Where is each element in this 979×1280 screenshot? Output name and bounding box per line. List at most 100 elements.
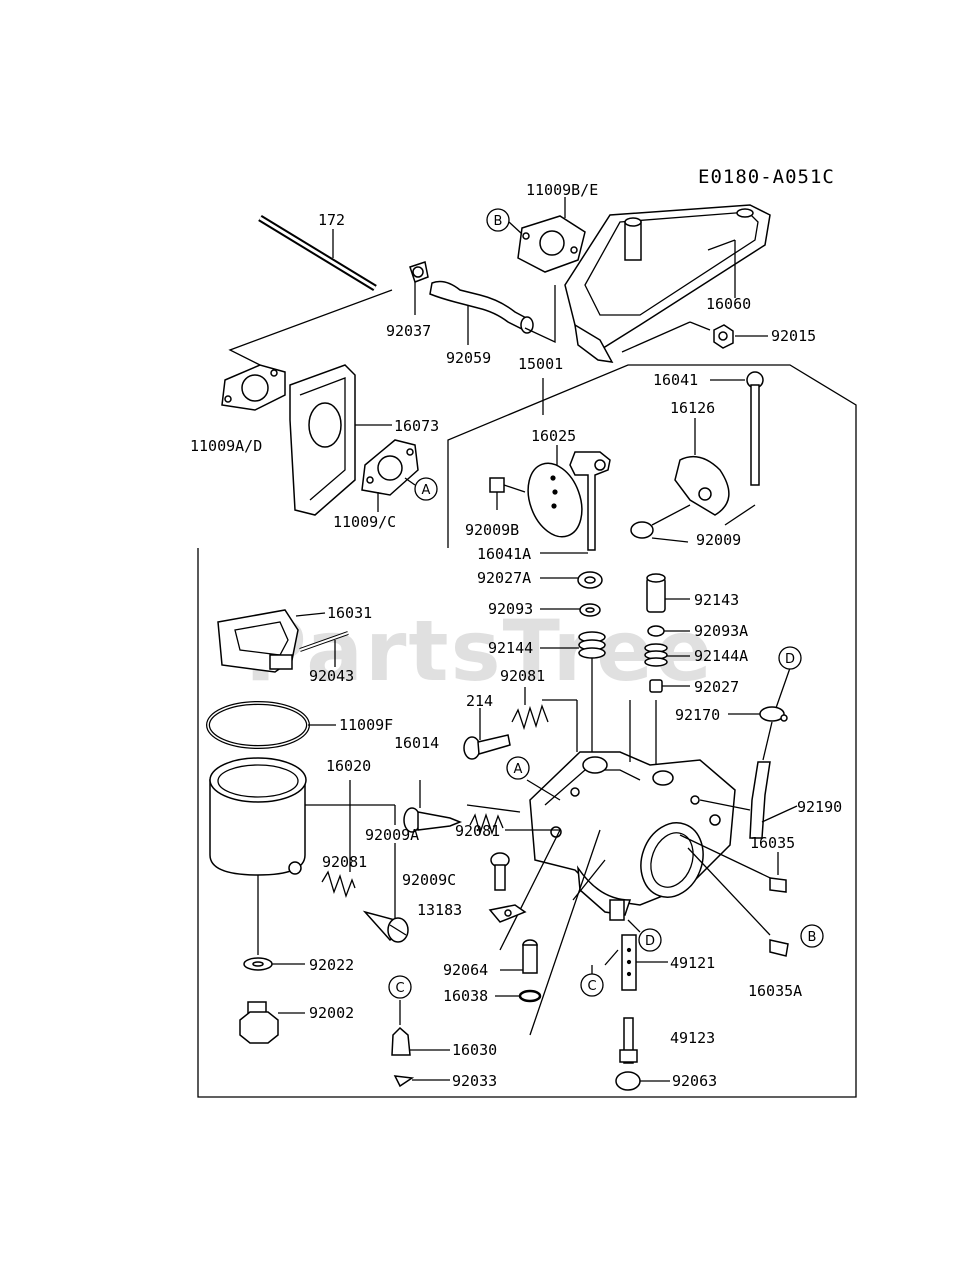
label-92009[interactable]: 92009 [696,531,741,549]
part-92063-plug[interactable] [615,1071,670,1091]
label-16126[interactable]: 16126 [670,399,715,417]
part-92081-spring-lower[interactable] [321,855,356,899]
label-92144A[interactable]: 92144A [694,647,748,665]
label-172[interactable]: 172 [318,211,345,229]
part-92081-spring-upper[interactable] [511,687,549,731]
part-11009AD-gasket[interactable] [221,364,286,411]
part-16031-bracket[interactable] [217,609,326,673]
label-214[interactable]: 214 [466,692,493,710]
label-92081-upper[interactable]: 92081 [500,667,545,685]
part-16020-float-bowl[interactable] [209,757,396,955]
label-92043[interactable]: 92043 [309,667,354,685]
part-16060-air-cleaner-base[interactable] [564,204,771,363]
part-92093-washer[interactable] [540,603,601,617]
label-49121[interactable]: 49121 [670,954,715,972]
label-16041A[interactable]: 16041A [477,545,531,563]
part-16014-screw[interactable] [403,780,463,833]
label-92170[interactable]: 92170 [675,706,720,724]
label-16041[interactable]: 16041 [653,371,698,389]
part-16030-valve[interactable] [391,1000,450,1056]
label-92033[interactable]: 92033 [452,1072,497,1090]
part-92009A-screw[interactable] [362,910,409,943]
part-16035-screw[interactable] [769,852,787,893]
label-16035A[interactable]: 16035A [748,982,802,1000]
label-16038[interactable]: 16038 [443,987,488,1005]
label-92093[interactable]: 92093 [488,600,533,618]
label-16031[interactable]: 16031 [327,604,372,622]
label-16073[interactable]: 16073 [394,417,439,435]
label-92081-middle[interactable]: 92081 [455,822,500,840]
part-92144-spring[interactable] [540,631,606,752]
label-92015[interactable]: 92015 [771,327,816,345]
part-172-stud[interactable] [258,215,377,291]
part-49123-tube[interactable] [619,1017,638,1064]
label-92064[interactable]: 92064 [443,961,488,979]
part-16126-plate[interactable] [674,418,730,516]
part-16041-shaft[interactable] [710,371,764,486]
part-92043-pin[interactable] [299,631,349,667]
part-92022-washer[interactable] [243,957,305,971]
label-92063[interactable]: 92063 [672,1072,717,1090]
label-92027A[interactable]: 92027A [477,569,531,587]
label-11009AD[interactable]: 11009A/D [190,437,262,455]
label-15001[interactable]: 15001 [518,355,563,373]
part-92143-sleeve[interactable] [646,573,690,613]
part-16073-insulator[interactable] [289,364,392,516]
part-11009BE-gasket[interactable] [517,197,586,273]
label-92144[interactable]: 92144 [488,639,533,657]
part-92190-tube[interactable] [749,761,798,839]
label-16020[interactable]: 16020 [326,757,371,775]
part-labels: 172 11009B/E 16060 92015 92037 92059 150… [190,181,842,1090]
part-13183-clip[interactable] [488,904,527,923]
part-92009-screw[interactable] [630,504,756,543]
svg-text:C: C [587,979,596,994]
part-92002-nut[interactable] [239,1001,305,1044]
part-92027A-washer[interactable] [540,571,603,589]
label-92022[interactable]: 92022 [309,956,354,974]
part-16038-oring[interactable] [495,989,542,1003]
part-92064-jet[interactable] [500,939,538,974]
label-16025[interactable]: 16025 [531,427,576,445]
label-92037[interactable]: 92037 [386,322,431,340]
label-92081-lower[interactable]: 92081 [322,853,367,871]
label-92093A[interactable]: 92093A [694,622,748,640]
part-92081-spring-middle[interactable] [469,812,504,836]
label-11009F[interactable]: 11009F [339,716,393,734]
label-92190[interactable]: 92190 [797,798,842,816]
part-92033-clip[interactable] [393,1075,450,1088]
part-92093A-washer[interactable] [647,625,690,637]
part-92037-clamp[interactable] [409,261,429,315]
label-92002[interactable]: 92002 [309,1004,354,1022]
label-16030[interactable]: 16030 [452,1041,497,1059]
part-11009F-ring[interactable] [206,701,336,749]
label-16060[interactable]: 16060 [706,295,751,313]
part-carburetor-body[interactable] [529,751,736,921]
svg-text:C: C [395,981,404,996]
label-13183[interactable]: 13183 [417,901,462,919]
part-16041A-shaft[interactable] [540,451,611,554]
label-11009BE[interactable]: 11009B/E [526,181,598,199]
part-92015-nut[interactable] [689,321,768,349]
part-49121-tube[interactable] [604,934,668,991]
part-16025-choke-plate[interactable] [519,445,592,544]
label-16014[interactable]: 16014 [394,734,439,752]
part-92009B-screw[interactable] [489,477,526,510]
part-214-screw[interactable] [463,708,511,760]
part-92059-hose[interactable] [429,280,556,345]
label-92059[interactable]: 92059 [446,349,491,367]
part-92009C-screw[interactable] [490,852,510,891]
label-92027[interactable]: 92027 [694,678,739,696]
part-92170-clip[interactable] [728,667,791,761]
label-49123[interactable]: 49123 [670,1029,715,1047]
part-16035A-screw[interactable] [769,939,789,957]
label-92009A[interactable]: 92009A [365,826,419,844]
part-92144A-spring[interactable] [644,643,690,667]
label-11009C[interactable]: 11009/C [333,513,396,531]
label-92009B[interactable]: 92009B [465,521,519,539]
part-11009C-gasket[interactable] [361,439,419,512]
label-92009C[interactable]: 92009C [402,871,456,889]
label-16035[interactable]: 16035 [750,834,795,852]
ref-marker-b-top: B [486,208,523,235]
label-92143[interactable]: 92143 [694,591,739,609]
